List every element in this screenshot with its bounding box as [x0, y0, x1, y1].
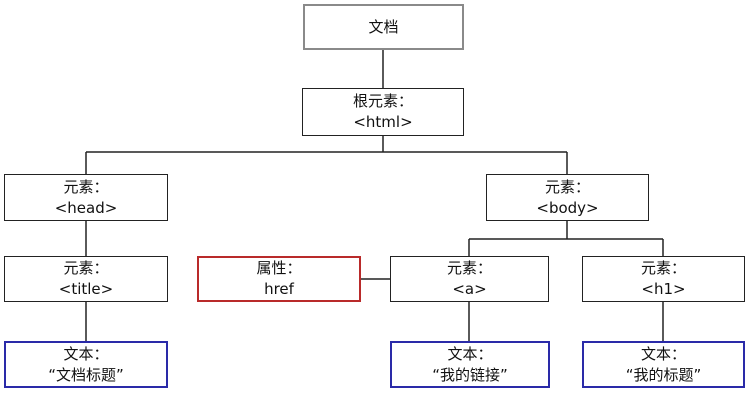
node-h1: 元素： <h1>: [582, 256, 745, 302]
node-attribute-kind: 属性：: [256, 259, 302, 277]
node-document-label: 文档: [368, 17, 399, 36]
node-text-heading-kind: 文本：: [640, 344, 686, 363]
node-attribute-name: href: [264, 280, 294, 298]
node-root-tag: <html>: [353, 113, 413, 131]
node-root-html: 根元素： <html>: [302, 88, 464, 136]
node-body-kind: 元素：: [544, 177, 590, 196]
node-a: 元素： <a>: [390, 256, 549, 302]
node-h1-kind: 元素：: [640, 259, 686, 277]
node-title: 元素： <title>: [4, 256, 168, 302]
node-h1-tag: <h1>: [641, 280, 686, 298]
node-title-kind: 元素：: [63, 259, 109, 277]
node-root-kind: 根元素：: [352, 92, 413, 110]
node-document: 文档: [303, 4, 464, 50]
node-head: 元素： <head>: [4, 174, 168, 221]
node-head-tag: <head>: [54, 198, 118, 217]
node-text-heading-value: “我的标题”: [625, 365, 702, 384]
node-head-kind: 元素：: [63, 177, 109, 196]
node-a-kind: 元素：: [446, 259, 492, 277]
node-body-tag: <body>: [536, 198, 599, 217]
node-text-title-kind: 文本：: [63, 344, 109, 363]
node-body: 元素： <body>: [486, 174, 649, 221]
node-title-tag: <title>: [58, 280, 114, 298]
node-attribute-href: 属性： href: [197, 256, 361, 302]
node-text-title: 文本： “文档标题”: [4, 341, 168, 388]
node-text-link-value: “我的链接”: [432, 365, 508, 384]
node-text-link-kind: 文本：: [447, 344, 493, 363]
node-text-title-value: “文档标题”: [48, 365, 124, 384]
node-text-link: 文本： “我的链接”: [390, 341, 550, 388]
node-text-heading: 文本： “我的标题”: [582, 341, 745, 388]
node-a-tag: <a>: [452, 280, 487, 298]
